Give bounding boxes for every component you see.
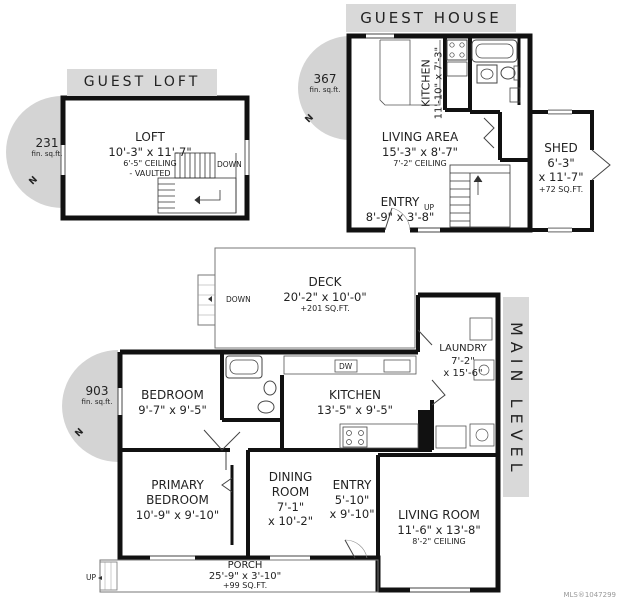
dining-name-1: DINING bbox=[268, 470, 313, 484]
guest-house-title: GUEST HOUSE bbox=[360, 9, 502, 27]
dining-name-2: ROOM bbox=[271, 485, 310, 499]
guest-loft-sqft: 231 fin. sq.ft. bbox=[20, 136, 74, 158]
primary-bedroom-name-1: PRIMARY bbox=[151, 478, 204, 492]
guest-house-sqft-number: 367 bbox=[313, 72, 337, 86]
deck-outline bbox=[197, 247, 416, 349]
room-entry: ENTRY 5'-10" x 9'-10" bbox=[323, 478, 381, 522]
dining-dimension-width: 7'-1" bbox=[276, 500, 305, 514]
room-living: LIVING ROOM 11'-6" x 13'-8" 8'-2" CEILIN… bbox=[384, 508, 494, 547]
porch-stair-up-label: UP bbox=[86, 573, 97, 582]
guest-loft-sqft-unit: fin. sq.ft. bbox=[31, 150, 63, 158]
room-shed: SHED 6'-3" x 11'-7" +72 SQ.FT. bbox=[530, 141, 592, 195]
dishwasher-label: DW bbox=[339, 362, 353, 371]
room-porch: PORCH 25'-9" x 3'-10" +99 SQ.FT. bbox=[180, 560, 310, 591]
gh-entry-name: ENTRY bbox=[380, 195, 420, 209]
mls-watermark: MLS®1047299 bbox=[563, 591, 616, 599]
bedroom-dimensions: 9'-7" x 9'-5" bbox=[138, 403, 207, 417]
porch-area: +99 SQ.FT. bbox=[222, 581, 268, 590]
room-gh-kitchen: KITCHEN 11'-10" x 7'-3" bbox=[419, 36, 445, 131]
entry-name: ENTRY bbox=[332, 478, 372, 492]
gh-living-name: LIVING AREA bbox=[381, 130, 459, 144]
main-level-sqft-number: 903 bbox=[85, 384, 109, 398]
guest-loft-banner: GUEST LOFT bbox=[67, 69, 217, 96]
room-kitchen: KITCHEN 13'-5" x 9'-5" bbox=[300, 388, 410, 417]
gh-stair-up-label: UP bbox=[424, 203, 435, 212]
room-deck: DECK 20'-2" x 10'-0" +201 SQ.FT. bbox=[260, 275, 390, 314]
room-bedroom: BEDROOM 9'-7" x 9'-5" bbox=[125, 388, 220, 417]
laundry-dimension-length: x 15'-6" bbox=[443, 368, 483, 379]
entry-dimension-length: x 9'-10" bbox=[329, 507, 375, 522]
main-level-sqft-unit: fin. sq.ft. bbox=[81, 398, 113, 406]
dining-dimension-length: x 10'-2" bbox=[267, 514, 313, 529]
primary-bedroom-dimensions: 10'-9" x 9'-10" bbox=[135, 508, 220, 522]
guest-house-plan bbox=[346, 33, 611, 233]
room-gh-entry: ENTRY 8'-9" x 3'-8" bbox=[355, 195, 445, 224]
living-room-name: LIVING ROOM bbox=[398, 508, 480, 522]
compass-main-level bbox=[62, 350, 118, 462]
shed-dimension-length: x 11'-7" bbox=[538, 170, 584, 185]
deck-area: +201 SQ.FT. bbox=[300, 304, 350, 314]
living-room-ceiling: 8'-2" CEILING bbox=[412, 537, 466, 547]
main-level-plan bbox=[98, 292, 501, 593]
laundry-dimension-width: 7'-2" bbox=[451, 355, 475, 367]
bedroom-name: BEDROOM bbox=[141, 388, 204, 402]
deck-dimensions: 20'-2" x 10'-0" bbox=[283, 290, 367, 304]
shed-name: SHED bbox=[544, 141, 578, 155]
room-gh-living: LIVING AREA 15'-3" x 8'-7" 7'-2" CEILING bbox=[360, 130, 480, 169]
compass-guest-loft bbox=[6, 96, 62, 208]
guest-house-sqft-unit: fin. sq.ft. bbox=[309, 86, 341, 94]
guest-house-banner: GUEST HOUSE bbox=[346, 4, 516, 32]
guest-loft-sqft-number: 231 bbox=[35, 136, 59, 150]
guest-loft-title: GUEST LOFT bbox=[83, 74, 201, 90]
room-primary-bedroom: PRIMARY BEDROOM 10'-9" x 9'-10" bbox=[125, 478, 230, 522]
loft-ceiling: 6'-5" CEILING bbox=[123, 159, 177, 169]
deck-stair-down-label: DOWN bbox=[226, 295, 251, 304]
gh-living-dimensions: 15'-3" x 8'-7" bbox=[382, 145, 458, 159]
loft-vaulted: - VAULTED bbox=[129, 169, 171, 179]
main-level-banner: MAIN LEVEL bbox=[503, 297, 529, 497]
loft-dimensions: 10'-3" x 11'-7" bbox=[108, 145, 192, 159]
loft-stair-down-label: DOWN bbox=[217, 160, 242, 169]
room-laundry: LAUNDRY 7'-2" x 15'-6" bbox=[433, 343, 493, 381]
guest-house-sqft: 367 fin. sq.ft. bbox=[298, 72, 352, 94]
kitchen-name: KITCHEN bbox=[329, 388, 381, 402]
porch-name: PORCH bbox=[227, 560, 263, 571]
primary-bedroom-name-2: BEDROOM bbox=[146, 493, 209, 507]
entry-dimension-width: 5'-10" bbox=[334, 493, 370, 507]
living-room-dimensions: 11'-6" x 13'-8" bbox=[397, 523, 481, 537]
room-dining: DINING ROOM 7'-1" x 10'-2" bbox=[258, 470, 323, 529]
main-level-sqft: 903 fin. sq.ft. bbox=[70, 384, 124, 406]
porch-dimensions: 25'-9" x 3'-10" bbox=[208, 571, 282, 582]
room-loft: LOFT 10'-3" x 11'-7" 6'-5" CEILING - VAU… bbox=[75, 130, 225, 179]
shed-dimension-width: 6'-3" bbox=[547, 156, 575, 170]
shed-area: +72 SQ.FT. bbox=[538, 184, 584, 194]
guest-loft-plan bbox=[60, 95, 250, 221]
laundry-name: LAUNDRY bbox=[439, 343, 487, 354]
gh-kitchen-name: KITCHEN bbox=[419, 59, 433, 107]
gh-entry-dimensions: 8'-9" x 3'-8" bbox=[365, 210, 435, 224]
main-level-title: MAIN LEVEL bbox=[507, 321, 526, 478]
loft-name: LOFT bbox=[135, 130, 165, 144]
deck-name: DECK bbox=[308, 275, 342, 289]
kitchen-dimensions: 13'-5" x 9'-5" bbox=[317, 403, 393, 417]
gh-kitchen-dimensions: 11'-10" x 7'-3" bbox=[433, 46, 445, 120]
gh-living-ceiling: 7'-2" CEILING bbox=[393, 159, 447, 169]
compass-guest-house bbox=[298, 36, 350, 140]
